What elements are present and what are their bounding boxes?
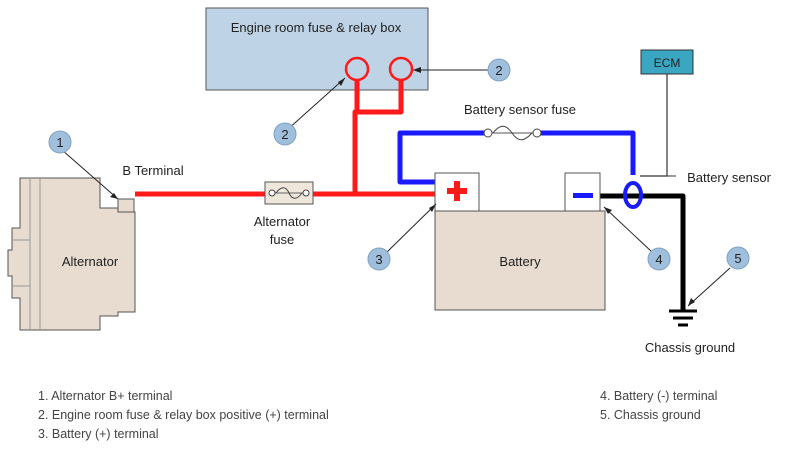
- svg-text:2: 2: [495, 63, 502, 78]
- battery-negative-post: [564, 172, 601, 212]
- callout-5: [726, 246, 750, 270]
- battery-sensor-fuse-label: Battery sensor fuse: [464, 102, 576, 117]
- callout-2-right: [487, 58, 511, 82]
- legend-item-2: 2. Engine room fuse & relay box positive…: [38, 408, 329, 422]
- positive-wiring: [135, 80, 435, 197]
- battery-sensor-coil: [623, 181, 643, 209]
- alternator: [7, 177, 136, 331]
- svg-text:5: 5: [734, 251, 741, 266]
- battery-sensor-wiring: [397, 130, 636, 185]
- legend-left: 1. Alternator B+ terminal 2. Engine room…: [38, 387, 329, 444]
- legend-right: 4. Battery (-) terminal 5. Chassis groun…: [600, 387, 717, 425]
- battery-label: Battery: [499, 254, 541, 269]
- callouts: 1 2 2 3 4 5: [48, 58, 750, 271]
- legend-item-3: 3. Battery (+) terminal: [38, 427, 159, 441]
- alternator-fuse-label-line1: Alternator: [254, 214, 311, 229]
- callout-1: [48, 130, 72, 154]
- battery-body: [434, 210, 606, 311]
- plus-icon: [447, 181, 467, 201]
- alternator-fuse: [264, 181, 314, 205]
- svg-text:4: 4: [655, 252, 662, 267]
- wiring-diagram: Engine room fuse & relay box ECM Battery…: [7, 7, 772, 355]
- ground-wiring: [600, 193, 686, 310]
- alternator-fuse-label-line2: fuse: [270, 232, 295, 247]
- b-terminal-post: [117, 198, 135, 213]
- alternator-label: Alternator: [62, 254, 119, 269]
- svg-text:1: 1: [56, 135, 63, 150]
- chassis-ground-symbol: [669, 309, 697, 327]
- ecm-signal-line: [640, 74, 668, 177]
- callout-leaders: [61, 69, 731, 307]
- fuse-relay-box: [205, 7, 429, 91]
- legend-item-4: 4. Battery (-) terminal: [600, 389, 718, 403]
- minus-icon: [573, 193, 593, 198]
- b-terminal-label: B Terminal: [122, 163, 183, 178]
- fuse-box-terminal-left: [344, 56, 370, 82]
- legend-item-5: 5. Chassis ground: [600, 408, 701, 422]
- fuse-box-terminal-right: [388, 56, 414, 82]
- battery-sensor-fuse: [483, 125, 542, 141]
- callout-4: [647, 247, 671, 271]
- battery-sensor-label: Battery sensor: [687, 170, 771, 185]
- svg-text:2: 2: [281, 127, 288, 142]
- ecm-label: ECM: [654, 56, 681, 70]
- fuse-box-label: Engine room fuse & relay box: [231, 20, 402, 35]
- callout-3: [367, 247, 391, 271]
- legend-item-1: 1. Alternator B+ terminal: [38, 389, 173, 403]
- callout-2-lower: [273, 122, 297, 146]
- chassis-ground-label: Chassis ground: [645, 340, 735, 355]
- svg-text:3: 3: [375, 252, 382, 267]
- ecm-box: [640, 49, 694, 75]
